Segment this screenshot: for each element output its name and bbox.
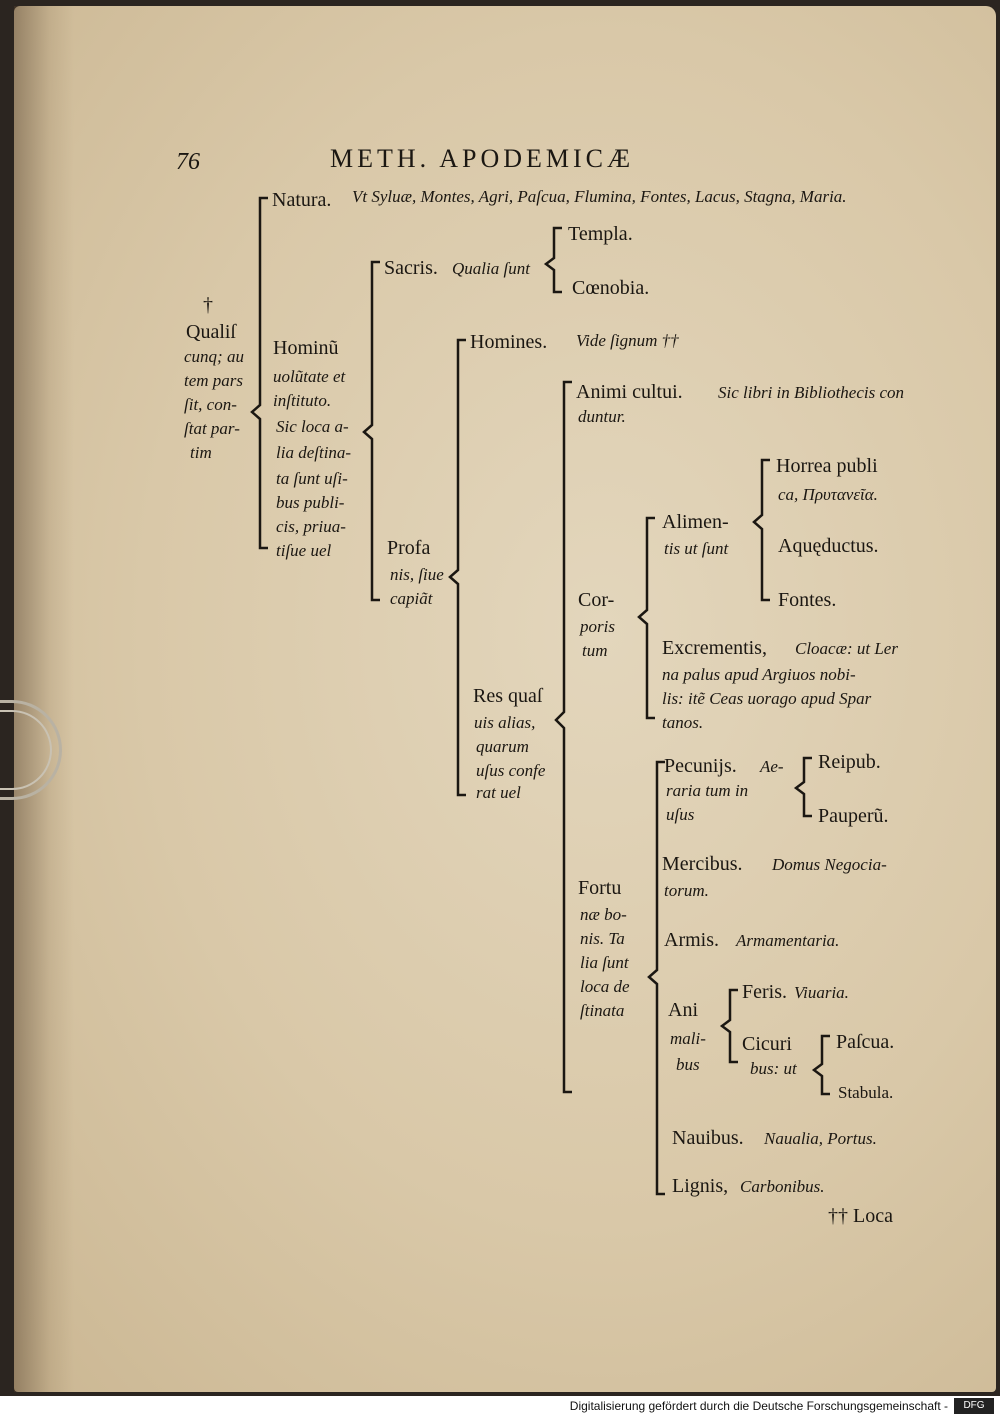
alimentis-item: Fontes. [778, 589, 837, 611]
lignis-label: Lignis, [672, 1175, 729, 1197]
fortunae-line: næ bo- [580, 905, 627, 924]
alimentis-text: tis ut ſunt [664, 539, 729, 558]
root-line: Qualiſ [186, 321, 236, 343]
hominum-line: uolũtate et [273, 367, 346, 386]
cicuribus-item: Stabula. [838, 1083, 894, 1102]
root-line: ſtat par- [184, 419, 240, 438]
homines-text: Vide ſignum †† [576, 331, 679, 350]
lignis-text: Carbonibus. [740, 1177, 825, 1196]
excrementis-line: na palus apud Argiuos nobi- [662, 665, 856, 684]
page-gutter-shadow [14, 6, 74, 1392]
corporis-line: tum [582, 641, 608, 660]
catchword: †† Loca [828, 1205, 893, 1227]
dfg-logo: DFG [954, 1398, 994, 1414]
alimentis-item: Horrea publi [776, 455, 878, 477]
running-title: METH. APODEMICÆ [330, 144, 635, 173]
res-line: rat uel [476, 783, 521, 802]
root-line: cunq; au [184, 347, 244, 366]
fortunae-line: lia ſunt [580, 953, 629, 972]
hominum-label: Hominũ [273, 337, 339, 359]
feris-text: Viuaria. [794, 983, 849, 1002]
res-label: Res quaſ [473, 685, 543, 707]
page-number: 76 [176, 149, 200, 175]
footer-credit: Digitalisierung gefördert durch die Deut… [569, 1399, 948, 1413]
profanis-label: Profa [387, 537, 431, 559]
root-line: ſit, con- [184, 395, 237, 414]
pecuniis-item: Pauperũ. [818, 805, 889, 827]
cicuribus-text: bus: ut [750, 1059, 797, 1078]
hominum-line: lia deſtina- [276, 443, 352, 462]
res-line: uis alias, [474, 713, 536, 732]
feris-label: Feris. [742, 981, 787, 1003]
hominum-line: tiſue uel [276, 541, 332, 560]
pecuniis-line: uſus [666, 805, 695, 824]
sacris-item: Templa. [568, 223, 633, 245]
mercibus-text: Domus Negocia- [772, 855, 887, 874]
sacris-item: Cœnobia. [572, 277, 650, 299]
root-line: tem pars [184, 371, 244, 390]
fortunae-line: loca de [580, 977, 630, 996]
animi-label: Animi cultui. [576, 381, 683, 403]
armis-label: Armis. [664, 929, 719, 951]
sacris-label: Sacris. [384, 257, 438, 279]
fortunae-label: Fortu [578, 877, 622, 899]
mercibus-text2: torum. [664, 881, 709, 900]
res-line: uſus confe [476, 761, 546, 780]
root-line: tim [190, 443, 212, 462]
alimentis-item: ca, Πρυτανεῖα. [778, 485, 878, 504]
pecuniis-item: Reipub. [818, 751, 881, 773]
mercibus-label: Mercibus. [662, 853, 743, 875]
cicuribus-label: Cicuri [742, 1033, 792, 1055]
dagger-mark: † [203, 294, 213, 316]
corporis-label: Cor- [578, 589, 615, 611]
alimentis-label: Alimen- [662, 511, 729, 533]
animi-text2: duntur. [578, 407, 626, 426]
nauibus-label: Nauibus. [672, 1127, 744, 1149]
armis-text: Armamentaria. [736, 931, 840, 950]
fortunae-line: ſtinata [580, 1001, 625, 1020]
profanis-line: nis, ſiue [390, 565, 444, 584]
res-line: quarum [476, 737, 529, 756]
natura-text: Vt Syluæ, Montes, Agri, Paſcua, Flumina,… [352, 187, 847, 206]
hominum-line: bus publi- [276, 493, 345, 512]
excrementis-label: Excrementis, [662, 637, 767, 659]
fortunae-line: nis. Ta [580, 929, 625, 948]
hominum-line: ta ſunt uſi- [276, 469, 348, 488]
sacris-text: Qualia ſunt [452, 259, 530, 278]
book-page [14, 6, 996, 1392]
animalibus-line: mali- [670, 1029, 706, 1048]
hominum-line: Sic loca a- [276, 417, 349, 436]
excrementis-line: lis: itẽ Ceas uorago apud Spar [662, 689, 872, 708]
corporis-line: poris [580, 617, 615, 636]
animalibus-label: Ani [668, 999, 698, 1021]
hominum-line: inſtituto. [273, 391, 332, 410]
animalibus-line: bus [676, 1055, 700, 1074]
pecuniis-label: Pecunijs. [664, 755, 737, 777]
excrementis-line: tanos. [662, 713, 704, 732]
cicuribus-item: Paſcua. [836, 1031, 895, 1053]
profanis-line: capiãt [390, 589, 433, 608]
footer-bar: Digitalisierung gefördert durch die Deut… [0, 1396, 1000, 1417]
excrementis-text: Cloacæ: ut Ler [795, 639, 898, 658]
natura-label: Natura. [272, 189, 332, 211]
alimentis-item: Aquęductus. [778, 535, 879, 557]
hominum-line: cis, priua- [276, 517, 346, 536]
pecuniis-text: Ae- [760, 757, 784, 776]
nauibus-text: Naualia, Portus. [764, 1129, 877, 1148]
homines-label: Homines. [470, 331, 548, 353]
pecuniis-line: raria tum in [666, 781, 749, 800]
animi-text: Sic libri in Bibliothecis con [718, 383, 905, 402]
